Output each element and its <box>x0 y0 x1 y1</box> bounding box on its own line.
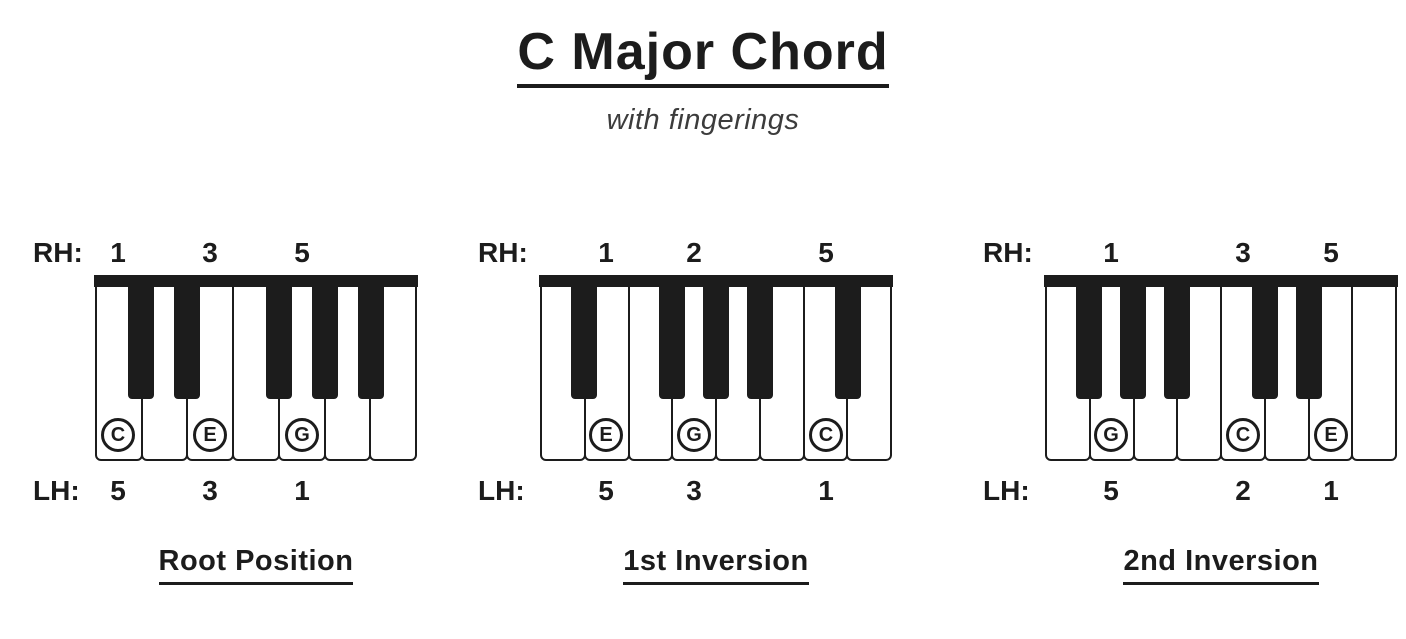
black-key <box>266 275 292 400</box>
caption-text: 1st Inversion <box>623 545 809 586</box>
lh-finger-number: 5 <box>110 475 126 507</box>
rh-finger-number: 1 <box>598 237 614 269</box>
page-subtitle: with fingerings <box>606 104 800 137</box>
rh-finger-number: 3 <box>1235 237 1251 269</box>
keyboard-top-rail <box>94 275 418 288</box>
diagram-caption: 1st Inversion <box>540 545 892 586</box>
lh-finger-number: 1 <box>818 475 834 507</box>
note-circle-c: C <box>809 418 843 453</box>
page-title: C Major Chord <box>0 23 1406 89</box>
lh-finger-number: 1 <box>1323 475 1339 507</box>
black-key <box>1076 275 1102 400</box>
keyboard-top-rail <box>539 275 893 288</box>
rh-finger-row: RH: 1 2 5 <box>478 237 892 269</box>
lh-finger-number: 2 <box>1235 475 1251 507</box>
white-key <box>1351 275 1397 462</box>
black-key <box>1164 275 1190 400</box>
rh-finger-number: 5 <box>294 237 310 269</box>
black-key <box>747 275 773 400</box>
lh-label: LH: <box>478 475 525 507</box>
lh-finger-row: LH: 5 3 1 <box>478 475 892 507</box>
lh-finger-row: LH: 5 2 1 <box>983 475 1397 507</box>
lh-finger-number: 5 <box>1103 475 1119 507</box>
rh-label: RH: <box>33 237 83 269</box>
rh-finger-number: 1 <box>110 237 126 269</box>
lh-finger-number: 5 <box>598 475 614 507</box>
lh-finger-number: 3 <box>686 475 702 507</box>
note-circle-c: C <box>101 418 135 453</box>
black-key <box>312 275 338 400</box>
rh-finger-row: RH: 1 3 5 <box>33 237 417 269</box>
rh-finger-row: RH: 1 3 5 <box>983 237 1397 269</box>
lh-finger-number: 1 <box>294 475 310 507</box>
black-key <box>835 275 861 400</box>
black-key <box>1120 275 1146 400</box>
black-key <box>128 275 154 400</box>
note-circle-g: G <box>677 418 711 453</box>
note-circle-e: E <box>1314 418 1348 453</box>
rh-label: RH: <box>983 237 1033 269</box>
black-key <box>174 275 200 400</box>
header: C Major Chord with fingerings <box>0 0 1406 137</box>
rh-finger-number: 5 <box>818 237 834 269</box>
note-circle-e: E <box>589 418 623 453</box>
rh-label: RH: <box>478 237 528 269</box>
rh-finger-number: 1 <box>1103 237 1119 269</box>
diagram-caption: 2nd Inversion <box>1045 545 1397 586</box>
rh-finger-number: 5 <box>1323 237 1339 269</box>
note-circle-e: E <box>193 418 227 453</box>
note-circle-c: C <box>1226 418 1260 453</box>
black-key <box>358 275 384 400</box>
caption-text: Root Position <box>158 545 354 586</box>
black-key <box>1252 275 1278 400</box>
black-key <box>1296 275 1322 400</box>
lh-label: LH: <box>33 475 80 507</box>
keyboard-top-rail <box>1044 275 1398 288</box>
black-key <box>659 275 685 400</box>
rh-finger-number: 3 <box>202 237 218 269</box>
rh-finger-number: 2 <box>686 237 702 269</box>
caption-text: 2nd Inversion <box>1123 545 1319 586</box>
note-circle-g: G <box>1094 418 1128 453</box>
lh-finger-number: 3 <box>202 475 218 507</box>
lh-label: LH: <box>983 475 1030 507</box>
page-title-text: C Major Chord <box>517 23 889 89</box>
black-key <box>571 275 597 400</box>
black-key <box>703 275 729 400</box>
note-circle-g: G <box>285 418 319 453</box>
diagram-caption: Root Position <box>95 545 417 586</box>
lh-finger-row: LH: 5 3 1 <box>33 475 417 507</box>
